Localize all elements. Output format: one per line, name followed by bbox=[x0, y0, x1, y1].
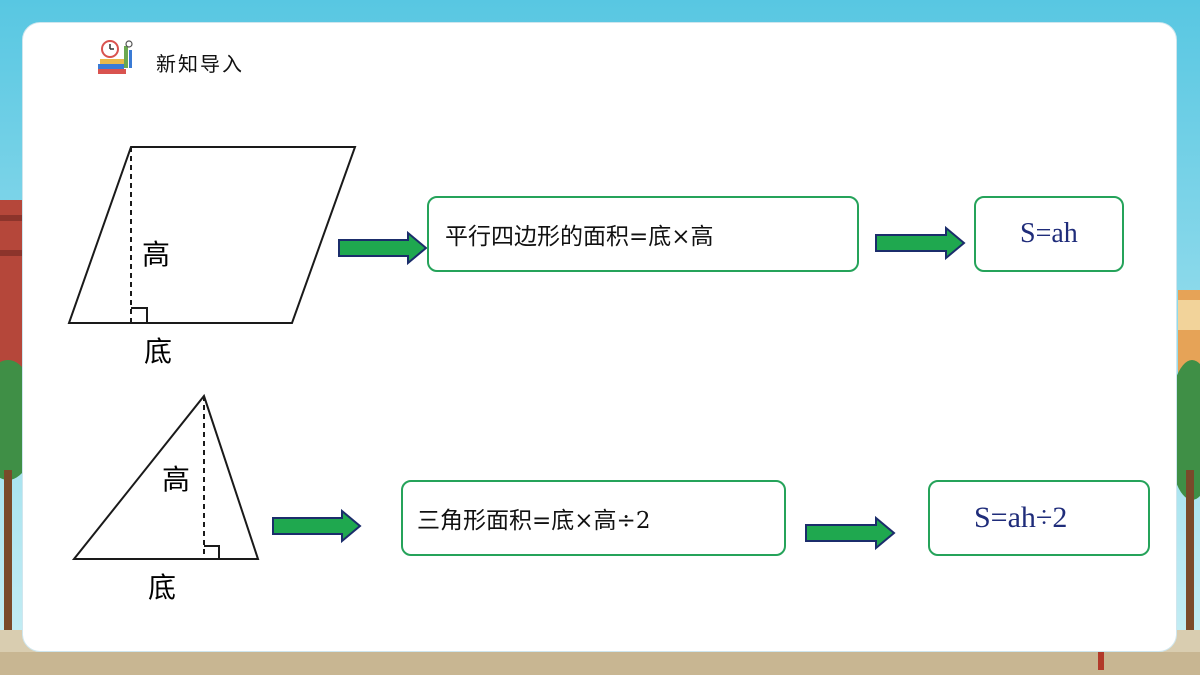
parallelogram-formula-text: S=ah bbox=[1020, 218, 1078, 249]
arrow-right-icon bbox=[875, 225, 966, 261]
parallelogram-base-label: 底 bbox=[144, 335, 173, 368]
triangle-rule-text: 三角形面积=底×高÷2 bbox=[417, 508, 651, 534]
triangle-formula-text: S=ah÷2 bbox=[974, 501, 1068, 534]
arrow-right-icon bbox=[338, 230, 428, 266]
arrow-right-icon bbox=[272, 508, 362, 544]
arrow-right-icon bbox=[805, 515, 896, 551]
triangle-shape bbox=[71, 393, 260, 560]
parallelogram-height-label: 高 bbox=[142, 238, 171, 271]
books-clock-icon bbox=[98, 40, 133, 74]
page-title: 新知导入 bbox=[156, 52, 244, 76]
triangle-right-angle-mark bbox=[204, 545, 220, 559]
triangle-formula-box: S=ah÷2 bbox=[928, 480, 1150, 556]
parallelogram-rule-box: 平行四边形的面积=底×高 bbox=[427, 196, 859, 272]
triangle-rule-box: 三角形面积=底×高÷2 bbox=[401, 480, 786, 556]
parallelogram-right-angle-mark bbox=[131, 307, 148, 323]
parallelogram-shape bbox=[67, 146, 357, 324]
parallelogram-rule-text: 平行四边形的面积=底×高 bbox=[445, 224, 714, 250]
parallelogram-formula-box: S=ah bbox=[974, 196, 1124, 272]
triangle-base-label: 底 bbox=[148, 571, 177, 604]
triangle-height-label: 高 bbox=[162, 463, 191, 496]
